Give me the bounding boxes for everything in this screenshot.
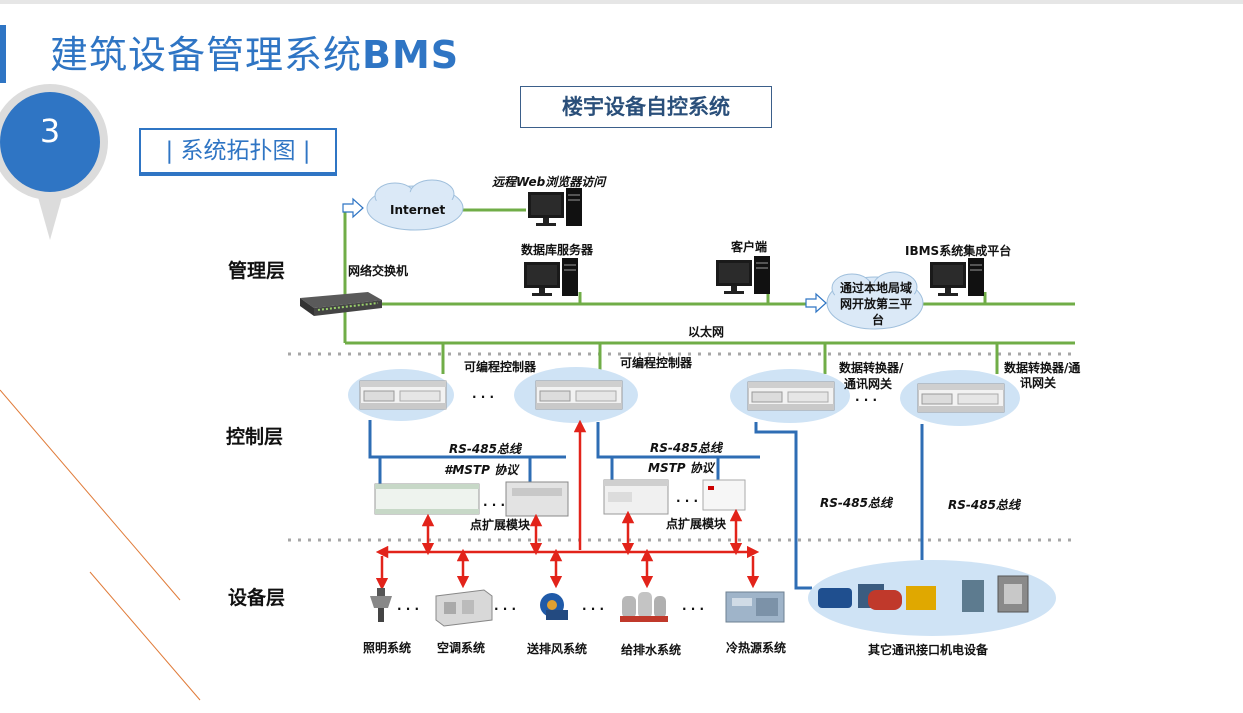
- io-module-1-icon: [374, 483, 480, 515]
- remote-web-computer-icon: [528, 188, 582, 226]
- gateway-2-label-line1: 数据转换器/通: [1004, 360, 1080, 375]
- gateway-1-device-icon: [747, 381, 835, 411]
- page-title: 建筑设备管理系统BMS: [50, 24, 459, 79]
- db-server-computer-icon: [524, 258, 578, 296]
- equip-label-other: 其它通讯接口机电设备: [868, 642, 989, 657]
- layer-label-management: 管理层: [228, 259, 285, 282]
- rs485-bus-3-label: RS-485总线: [820, 496, 894, 510]
- gateway-2-device-icon: [917, 383, 1005, 413]
- water-pump-icon: [620, 592, 668, 622]
- gateway-2-label-line2: 讯网关: [1020, 375, 1056, 390]
- green-network-lines: [343, 208, 1075, 374]
- deco-line-1: [0, 389, 181, 601]
- section-tab-inner: [141, 130, 335, 172]
- section-badge: [0, 84, 108, 240]
- client-computer-icon: [716, 256, 770, 294]
- rs485-bus-4-label: RS-485总线: [948, 498, 1022, 512]
- section-tab-label: | 系统拓扑图 |: [165, 138, 311, 164]
- hvac-unit-icon: [435, 589, 493, 627]
- gateway-dots: . . .: [855, 390, 877, 404]
- top-border: [0, 0, 1243, 4]
- page-title-en: BMS: [362, 33, 460, 77]
- equip-dots-3: . . .: [582, 599, 604, 613]
- ibms-label: IBMS系统集成平台: [905, 243, 1011, 258]
- equip-dots-4: . . .: [682, 599, 704, 613]
- arrow-to-lan-cloud: [805, 292, 827, 314]
- rs485-bus-2-label: RS-485总线: [650, 441, 724, 455]
- io-dots-1: . . .: [483, 495, 505, 509]
- internet-cloud: [366, 179, 464, 231]
- ethernet-label: 以太网: [688, 324, 724, 339]
- network-switch-icon: [300, 292, 382, 316]
- io-module-3-icon: [603, 479, 669, 515]
- fan-icon: [540, 593, 568, 620]
- rs485-lines: [368, 420, 924, 590]
- page-title-cn: 建筑设备管理系统: [50, 33, 363, 77]
- layer-label-control: 控制层: [226, 425, 283, 448]
- chiller-icon: [725, 591, 785, 623]
- lan-open-label-line1: 通过本地局域: [840, 280, 912, 295]
- equip-label-hvac: 空调系统: [437, 640, 485, 655]
- badge-pointer: [36, 190, 64, 240]
- badge-number: 3: [39, 112, 61, 150]
- rs485-bus-1-label: RS-485总线: [449, 442, 523, 456]
- gateway-1-label-line2: 通讯网关: [844, 376, 892, 391]
- equip-dots-1: . . .: [397, 599, 419, 613]
- title-accent-bar: [0, 25, 6, 83]
- plc-1-device-icon: [359, 380, 447, 410]
- remote-web-label: 远程Web浏览器访问: [492, 175, 607, 189]
- network-switch-label: 网络交换机: [348, 263, 408, 278]
- arrow-to-internet: [342, 197, 364, 219]
- plc-2-device-icon: [535, 380, 623, 410]
- layer-label-equipment: 设备层: [228, 586, 285, 609]
- equip-dots-2: . . .: [494, 599, 516, 613]
- equip-label-lighting: 照明系统: [363, 640, 411, 655]
- mstp-1-label: #MSTP 协议: [444, 463, 520, 477]
- lan-open-cloud: [826, 271, 924, 330]
- other-equipment-icons: [818, 575, 1029, 613]
- red-equipment-bus: [375, 419, 760, 591]
- io-ext-2-label: 点扩展模块: [666, 516, 727, 531]
- mstp-2-label: MSTP 协议: [648, 461, 716, 475]
- plc-1-label: 可编程控制器: [464, 359, 537, 374]
- equip-label-chiller: 冷热源系统: [726, 640, 786, 655]
- plc-2-label: 可编程控制器: [620, 355, 693, 370]
- lan-open-label-line2: 网开放第三平: [840, 296, 912, 311]
- lighting-sensor-icon: [370, 588, 392, 622]
- io-ext-1-label: 点扩展模块: [470, 517, 531, 532]
- internet-label: Internet: [390, 203, 445, 217]
- io-dots-2: . . .: [676, 491, 698, 505]
- gateway-1-label-line1: 数据转换器/: [839, 360, 904, 375]
- deco-line-2: [89, 571, 201, 701]
- client-label: 客户端: [730, 239, 767, 254]
- io-module-2-icon: [505, 481, 569, 517]
- plc-dots: . . .: [472, 387, 494, 401]
- equip-label-water: 给排水系统: [621, 642, 681, 657]
- subtitle-box: 楼宇设备自控系统: [520, 86, 772, 128]
- db-server-label: 数据库服务器: [521, 242, 594, 257]
- io-module-4-icon: [702, 479, 746, 511]
- lan-open-label-line3: 台: [872, 312, 884, 327]
- equip-label-ventilation: 送排风系统: [526, 641, 587, 656]
- ibms-computer-icon: [930, 258, 984, 296]
- badge-circle: [0, 92, 100, 192]
